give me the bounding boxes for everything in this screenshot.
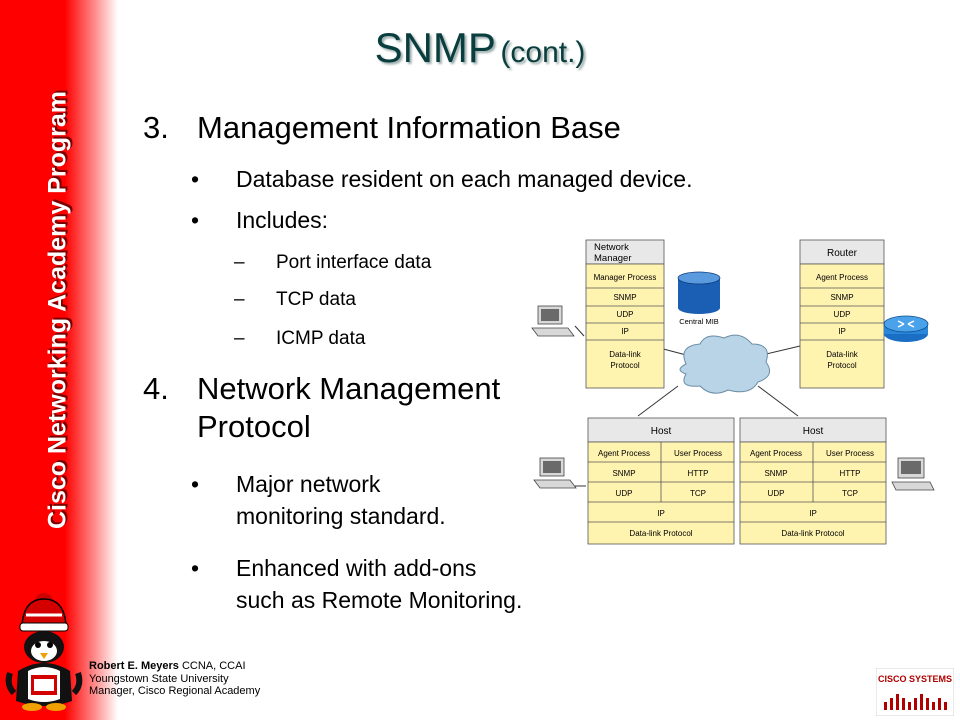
- bullet-text: Includes:: [236, 207, 329, 233]
- host-left-stack: Host Agent Process User Process SNMP HTT…: [587, 417, 735, 545]
- host-left-udp: UDP: [616, 489, 633, 498]
- router-stack: Router Agent Process SNMP UDP IP Data-li…: [799, 239, 885, 389]
- author-university: Youngstown State University: [89, 672, 229, 685]
- sub-item-text: TCP data: [276, 289, 356, 310]
- host-right-stack: Host Agent Process User Process SNMP HTT…: [739, 417, 887, 545]
- author-block: Robert E. Meyers CCNA, CCAI Youngstown S…: [89, 660, 260, 698]
- router-layer-udp: UDP: [834, 310, 851, 319]
- penguin-mascot-icon: [5, 593, 83, 711]
- bullet-item: • Enhanced with add-ons such as Remote M…: [191, 552, 523, 616]
- workstation-icon-left: [533, 457, 577, 489]
- router-layer-snmp: SNMP: [830, 293, 853, 302]
- sidebar-band: Cisco Networking Academy Program: [0, 0, 118, 720]
- list-item-label: Management Information Base: [197, 110, 621, 145]
- bullet-text-line1: Major network: [236, 471, 381, 497]
- list-number: 3.: [143, 110, 169, 145]
- bullet-item: • Major network monitoring standard.: [191, 468, 446, 532]
- snmp-network-diagram: Network Manager Manager Process SNMP UDP…: [531, 239, 888, 545]
- host-left-snmp: SNMP: [612, 469, 635, 478]
- router-layer-agent-process: Agent Process: [816, 273, 868, 282]
- list-item-nmp: 4. Network Management Protocol: [143, 370, 501, 446]
- router-title: Router: [827, 248, 858, 259]
- dash-marker: –: [234, 252, 245, 273]
- bullet-text: Database resident on each managed device…: [236, 166, 693, 192]
- host-right-udp: UDP: [768, 489, 785, 498]
- bullet-dot: •: [191, 207, 200, 233]
- router-icon: [883, 315, 929, 342]
- host-right-agent-process: Agent Process: [750, 449, 802, 458]
- host-right-title: Host: [803, 426, 824, 437]
- bullet-text-line2: monitoring standard.: [236, 503, 446, 529]
- nm-layer-snmp: SNMP: [613, 293, 636, 302]
- network-manager-stack: Network Manager Manager Process SNMP UDP…: [585, 239, 665, 389]
- host-left-title: Host: [651, 426, 672, 437]
- workstation-icon-right: [891, 457, 935, 491]
- bullet-dot: •: [191, 166, 200, 192]
- nm-layer-manager-process: Manager Process: [594, 273, 657, 282]
- list-item-label-line1: Network Management: [197, 371, 501, 406]
- network-cloud-icon: [679, 334, 771, 394]
- host-left-datalink: Data-link Protocol: [629, 529, 692, 538]
- nm-datalink-1: Data-link: [609, 350, 642, 359]
- dash-marker: –: [234, 289, 245, 310]
- host-right-http: HTTP: [840, 469, 861, 478]
- list-item-label-line2: Protocol: [197, 409, 311, 444]
- bullet-text-line2: such as Remote Monitoring.: [236, 587, 523, 613]
- dash-marker: –: [234, 328, 245, 349]
- author-name: Robert E. Meyers: [89, 660, 179, 672]
- host-left-tcp: TCP: [690, 489, 706, 498]
- title-main: SNMP: [374, 24, 496, 71]
- router-datalink-1: Data-link: [826, 350, 859, 359]
- author-credentials: CCNA, CCAI: [181, 660, 246, 672]
- author-role: Manager, Cisco Regional Academy: [89, 685, 261, 697]
- title-sub: (cont.): [500, 36, 586, 69]
- host-right-datalink: Data-link Protocol: [781, 529, 844, 538]
- sub-item: – ICMP data: [234, 328, 366, 350]
- nm-layer-udp: UDP: [617, 310, 634, 319]
- host-left-agent-process: Agent Process: [598, 449, 650, 458]
- host-right-snmp: SNMP: [764, 469, 787, 478]
- nm-title-2: Manager: [594, 253, 632, 264]
- workstation-icon-top: [531, 305, 575, 337]
- central-mib-label: Central MIB: [679, 317, 719, 326]
- sub-item: – TCP data: [234, 289, 356, 311]
- host-left-http: HTTP: [688, 469, 709, 478]
- host-right-ip: IP: [809, 509, 817, 518]
- host-right-user-process: User Process: [826, 449, 874, 458]
- bullet-text-line1: Enhanced with add-ons: [236, 555, 477, 581]
- bullet-item: • Includes:: [191, 207, 329, 234]
- cisco-systems-logo: CISCO SYSTEMS: [876, 668, 954, 716]
- nm-title-1: Network: [594, 242, 629, 253]
- slide-title: SNMP (cont.): [0, 24, 960, 72]
- sub-item: – Port interface data: [234, 252, 432, 274]
- list-number: 4.: [143, 371, 169, 406]
- list-item-mib: 3. Management Information Base: [143, 110, 621, 146]
- program-name: Cisco Networking Academy Program: [43, 90, 72, 530]
- central-mib-database-icon: Central MIB: [677, 271, 721, 326]
- host-left-user-process: User Process: [674, 449, 722, 458]
- router-datalink-2: Protocol: [827, 361, 857, 370]
- bullet-dot: •: [191, 471, 200, 497]
- nm-layer-ip: IP: [621, 327, 629, 336]
- svg-text:CISCO SYSTEMS: CISCO SYSTEMS: [878, 674, 952, 684]
- sub-item-text: ICMP data: [276, 328, 366, 349]
- host-left-ip: IP: [657, 509, 665, 518]
- nm-datalink-2: Protocol: [610, 361, 640, 370]
- bullet-dot: •: [191, 555, 200, 581]
- router-layer-ip: IP: [838, 327, 846, 336]
- sub-item-text: Port interface data: [276, 252, 432, 273]
- host-right-tcp: TCP: [842, 489, 858, 498]
- bullet-item: • Database resident on each managed devi…: [191, 166, 693, 193]
